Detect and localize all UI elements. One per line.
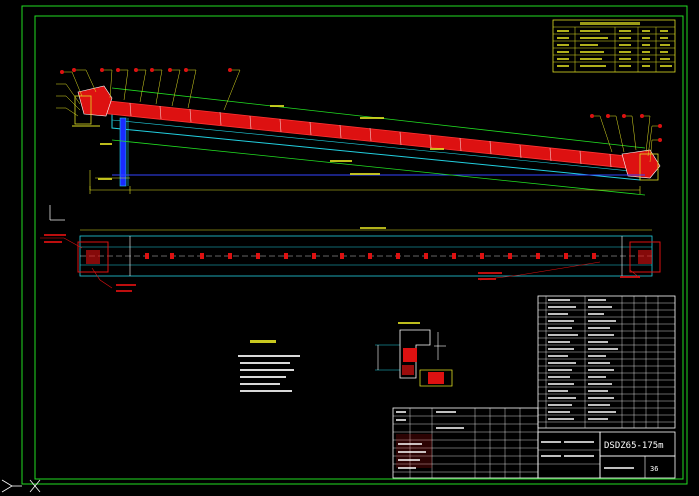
conveyor-elevation-view[interactable]: [56, 68, 662, 196]
outer-sheet-frame: [21, 5, 688, 485]
title-block: DSDZ65-175m 36: [392, 407, 676, 479]
head-drive-unit: [77, 85, 113, 117]
view-axis-marker: [49, 205, 65, 221]
inner-sheet-frame: [34, 15, 684, 480]
conveyor-plan-view[interactable]: [40, 227, 661, 292]
model-code-label: DSDZ65-175m: [604, 441, 664, 451]
bill-of-materials-table: [537, 295, 676, 429]
technical-notes: [238, 340, 300, 392]
support-leg: [119, 117, 127, 187]
model-origin-icon[interactable]: [1, 479, 22, 493]
sheet-mark-label: 36: [650, 465, 658, 473]
parameter-table: [552, 19, 676, 73]
ucs-axis-icon[interactable]: [29, 479, 41, 493]
plan-tail-end: [629, 241, 661, 273]
plan-head-drive: [77, 241, 109, 273]
detail-view[interactable]: [375, 322, 453, 387]
